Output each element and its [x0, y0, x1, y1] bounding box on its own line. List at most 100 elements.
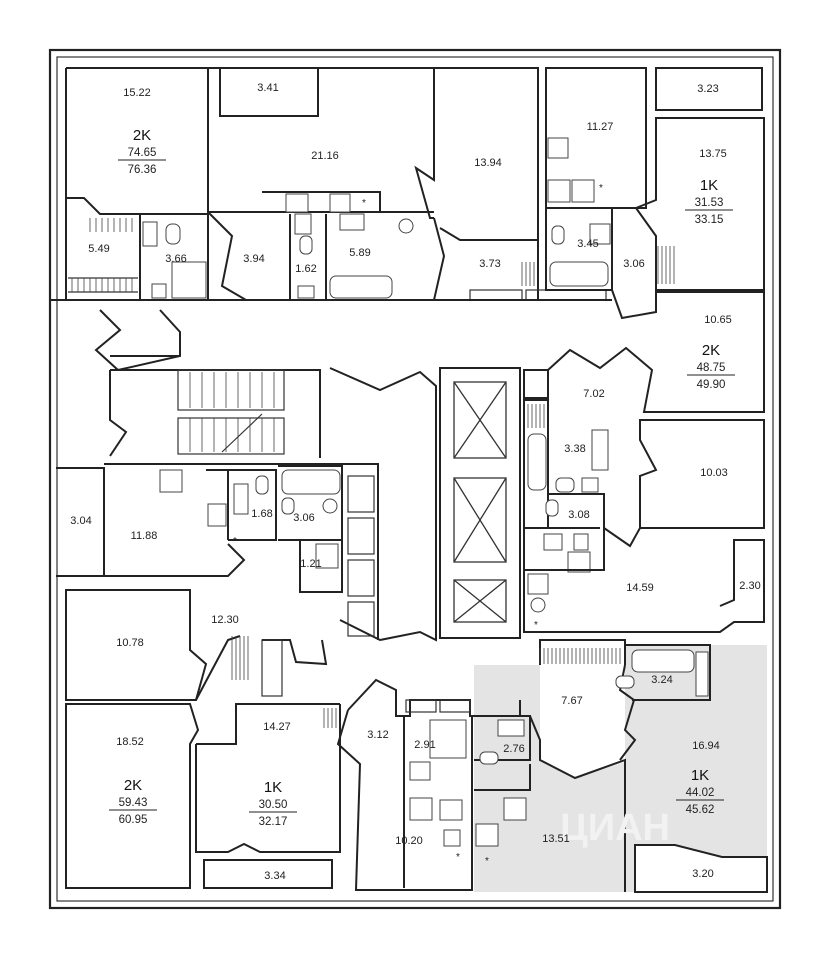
room-area-label: 13.94: [474, 157, 502, 169]
sink-fixture-6: [589, 223, 611, 245]
bathtub-fixture-1: [329, 275, 393, 299]
sink-fixture-3: [339, 213, 365, 231]
apartment-total-area: 32.17: [259, 816, 288, 828]
stove-fixture-2: [547, 137, 569, 159]
apartment-top-left-walls: [65, 67, 210, 301]
washer-fixture-3: [322, 498, 338, 514]
room-area-label: 10.20: [395, 835, 423, 847]
apartment-living-area: 31.53: [695, 197, 724, 209]
toilet-fixture-9: [479, 751, 499, 765]
toilet-fixture-5: [555, 477, 575, 493]
room-area-label: 3.23: [697, 83, 718, 95]
room-area-label: 3.73: [479, 258, 500, 270]
room-area-label: 14.59: [626, 582, 654, 594]
bathtub-fixture-2: [549, 261, 609, 287]
apartment-type: 2K: [702, 342, 720, 359]
washer-fixture-2: [530, 597, 546, 613]
apartment-type: 1K: [700, 177, 718, 194]
room-area-label: 13.75: [699, 148, 727, 160]
room-area-label: 1.68: [251, 508, 272, 520]
highlight-zone-right: [625, 645, 767, 892]
ventilation-mark: *: [534, 620, 538, 631]
ventilation-mark: *: [456, 852, 460, 863]
sink-fixture-11: [233, 483, 249, 515]
room-area-label: 13.51: [542, 833, 570, 845]
apartment-lower-center-walls: [336, 678, 531, 891]
room-area-label: 3.12: [367, 729, 388, 741]
sink-fixture-14: [497, 719, 525, 737]
shaft-box-2: [347, 475, 375, 513]
room-area-label: 3.24: [651, 674, 672, 686]
shower-fixture-2: [429, 719, 467, 759]
sink-fixture-9: [543, 533, 563, 551]
washer-fixture-1: [398, 218, 414, 234]
sink-fixture-1: [142, 221, 158, 247]
shaft-box-4: [347, 559, 375, 597]
elevator-shafts: [439, 367, 521, 639]
cabinet-fixture-3: [567, 551, 591, 573]
room-area-label: 7.67: [561, 695, 582, 707]
shaft-box-1: [523, 369, 549, 399]
sink-fixture-12: [409, 761, 431, 781]
stove-fixture-3: [527, 573, 549, 595]
toilet-fixture-1: [165, 223, 181, 245]
room-area-label: 11.88: [131, 530, 158, 542]
sink-fixture-2: [329, 193, 351, 213]
room-area-label: 3.38: [564, 443, 585, 455]
stove-fixture-4: [159, 469, 183, 493]
room-area-label: 2.91: [414, 739, 435, 751]
shower-fixture-1: [171, 261, 207, 299]
apartment-total-area: 33.15: [695, 214, 724, 226]
room-area-label: 21.16: [311, 150, 339, 162]
ventilation-mark: *: [599, 183, 603, 194]
sink-fixture-13: [443, 829, 461, 847]
apartment-lower-right-walls: [529, 639, 768, 893]
stairwell: [109, 367, 437, 642]
elevator-2: [453, 477, 507, 563]
apartment-type: 2K: [124, 777, 142, 794]
apartment-labels: 2K74.6576.361K31.5333.152K48.7549.902K59…: [109, 127, 735, 828]
room-area-label: 3.45: [577, 238, 598, 250]
apartment-living-area: 44.02: [686, 787, 715, 799]
room-area-label: 18.52: [116, 736, 144, 748]
toilet-fixture-4: [551, 225, 565, 245]
apartment-living-area: 48.75: [697, 362, 726, 374]
room-area-label: 2.30: [739, 580, 760, 592]
building-outline: [48, 48, 782, 910]
apartment-total-area: 76.36: [128, 164, 157, 176]
apartment-mid-right-walls: [523, 291, 765, 573]
apartment-mid-left-walls: [56, 463, 379, 640]
shaft-box-5: [347, 601, 375, 637]
stair-flight-bottom: [177, 417, 285, 455]
room-area-label: 3.20: [692, 868, 713, 880]
apartment-type: 1K: [264, 779, 282, 796]
sink-fixture-4: [297, 285, 315, 299]
bathtub-fixture-3: [527, 433, 547, 491]
room-area-label: 3.04: [70, 515, 91, 527]
apartment-total-area: 45.62: [686, 804, 715, 816]
stove-fixture-1: [285, 193, 309, 213]
balcony-rail-1: [469, 289, 523, 301]
room-area-label: 5.89: [349, 247, 370, 259]
toilet-fixture-2: [151, 283, 167, 299]
stair-flight-top: [177, 369, 285, 411]
toilet-fixture-3: [299, 235, 313, 255]
apartment-living-area: 59.43: [119, 797, 148, 809]
room-area-label: 3.06: [623, 258, 644, 270]
room-area-label: 10.03: [700, 467, 728, 479]
corridor-wall-left: [94, 309, 181, 372]
room-area-label: 3.41: [257, 82, 278, 94]
apartment-mid-right-lower-walls: [523, 527, 765, 633]
room-area-label: 2.76: [503, 743, 524, 755]
radiator-hatch-1: [71, 218, 133, 292]
cabinet-fixture-5: [315, 543, 339, 569]
highlight-zone-left: [474, 665, 625, 892]
room-area-label: 16.94: [692, 740, 720, 752]
toilet-fixture-7: [255, 475, 269, 495]
balcony-334: [203, 859, 333, 889]
room-area-label: 10.65: [704, 314, 732, 326]
